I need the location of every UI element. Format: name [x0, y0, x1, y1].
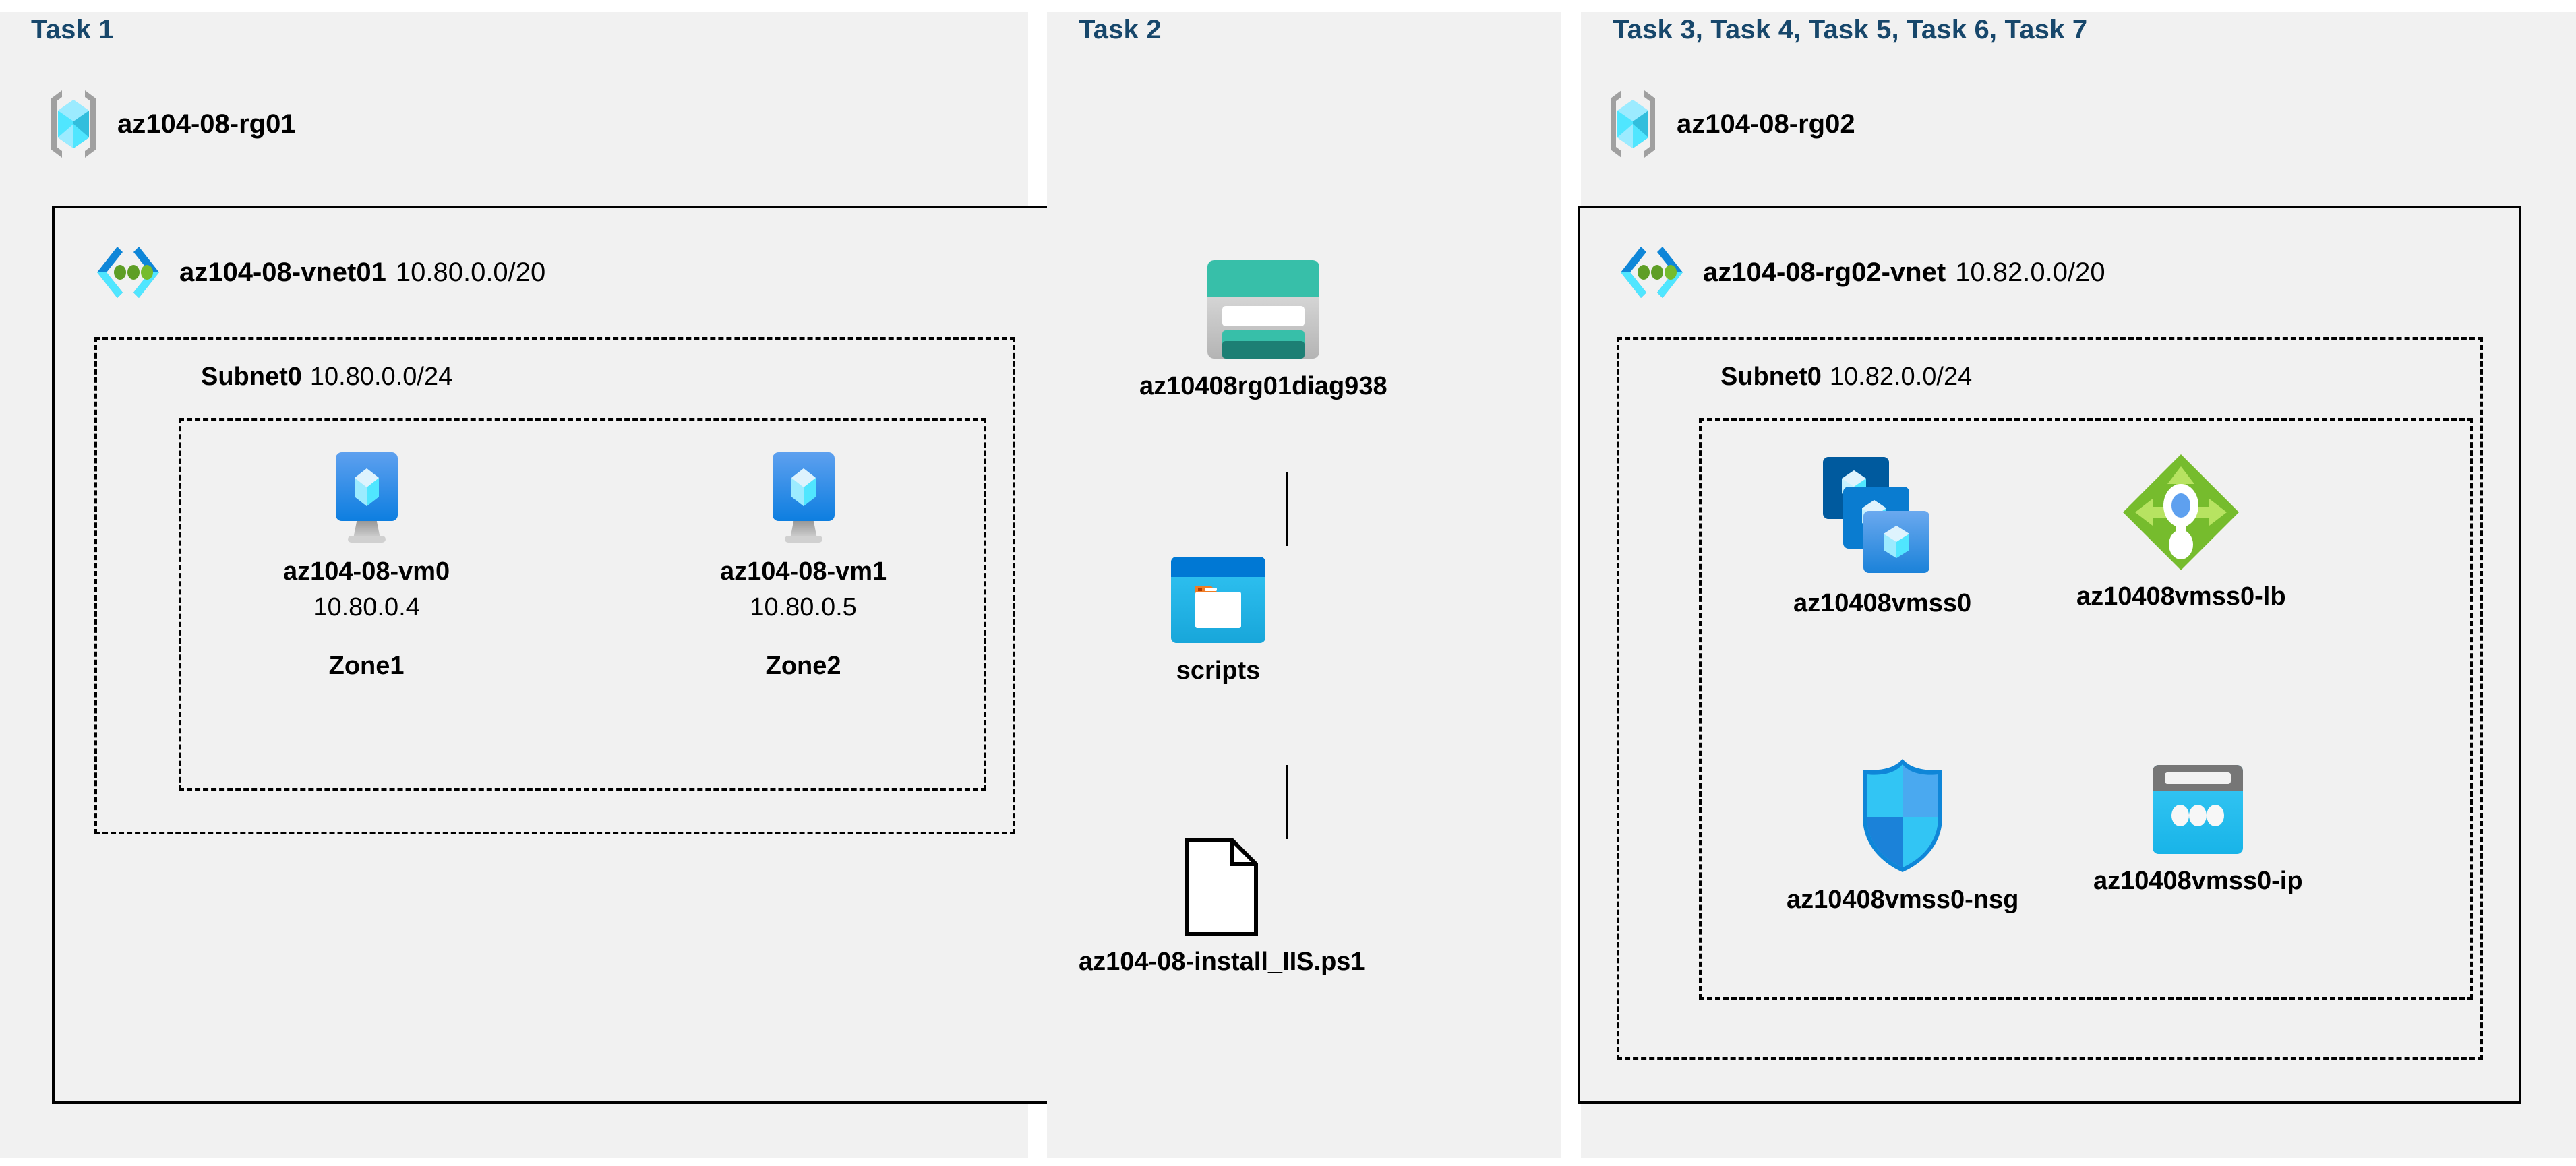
node-blob-container[interactable]: scripts — [1168, 553, 1268, 685]
virtual-machine-icon — [324, 448, 410, 548]
vnet-header-task3: az104-08-rg02-vnet 10.82.0.0/20 — [1618, 243, 2105, 302]
vm-ip: 10.80.0.5 — [750, 593, 857, 621]
load-balancer-name: az10408vmss0-lb — [2076, 582, 2286, 611]
resource-group-icon — [1607, 88, 1659, 160]
subnet-name: Subnet0 — [201, 363, 302, 391]
resource-group-row-rg02: az104-08-rg02 — [1607, 88, 1855, 160]
node-load-balancer[interactable]: az10408vmss0-lb — [2076, 452, 2286, 611]
subnet-name: Subnet0 — [1720, 363, 1822, 391]
node-vm0[interactable]: az104-08-vm0 10.80.0.4 Zone1 — [283, 448, 450, 681]
subnet-boundary-task1 — [94, 337, 1015, 834]
vnet-name: az104-08-vnet01 — [179, 257, 386, 287]
script-file-name: az104-08-install_IIS.ps1 — [1079, 948, 1365, 976]
task-1-title: Task 1 — [31, 15, 114, 44]
subnet-cidr: 10.82.0.0/24 — [1829, 363, 1973, 391]
vnet-boundary-task3 — [1578, 206, 2521, 1104]
node-vm-scale-set[interactable]: az10408vmss0 — [1793, 452, 1971, 618]
resource-group-label: az104-08-rg02 — [1677, 109, 1855, 139]
virtual-network-icon — [94, 243, 162, 302]
blob-container-icon — [1168, 553, 1268, 647]
vm-name: az104-08-vm0 — [283, 557, 450, 586]
vm-zone: Zone1 — [328, 652, 405, 680]
load-balancer-icon — [2120, 452, 2242, 573]
public-ip-name: az10408vmss0-ip — [2093, 867, 2303, 895]
subnet-boundary-task3 — [1617, 337, 2483, 1060]
task-2-title: Task 2 — [1079, 15, 1162, 44]
connector-storage-to-scripts — [1286, 472, 1288, 546]
vnet-cidr: 10.82.0.0/20 — [1955, 257, 2105, 287]
vm-ip: 10.80.0.4 — [313, 593, 420, 621]
subnet-cidr: 10.80.0.0/24 — [309, 363, 453, 391]
blob-container-name: scripts — [1176, 656, 1261, 685]
connector-scripts-to-file — [1286, 765, 1288, 839]
storage-account-name: az10408rg01diag938 — [1139, 372, 1387, 400]
virtual-machine-icon — [760, 448, 847, 548]
task-3-7-title: Task 3, Task 4, Task 5, Task 6, Task 7 — [1613, 15, 2088, 44]
vm-scale-set-name: az10408vmss0 — [1793, 589, 1972, 617]
node-vm1[interactable]: az104-08-vm1 10.80.0.5 Zone2 — [720, 448, 887, 681]
node-network-security-group[interactable]: az10408vmss0-nsg — [1787, 755, 2018, 915]
node-script-file[interactable]: az104-08-install_IIS.ps1 — [1079, 836, 1365, 977]
subnet-inner-boundary-task3 — [1699, 418, 2473, 1000]
vm-name: az104-08-vm1 — [720, 557, 887, 586]
resource-group-icon — [47, 88, 100, 160]
vnet-name: az104-08-rg02-vnet — [1703, 257, 1946, 287]
vm-zone: Zone2 — [765, 652, 841, 680]
node-public-ip[interactable]: az10408vmss0-ip — [2093, 762, 2303, 896]
node-storage-account[interactable]: az10408rg01diag938 — [1139, 256, 1387, 401]
panel-task-2 — [1047, 12, 1561, 1158]
network-security-group-name: az10408vmss0-nsg — [1787, 886, 2019, 914]
virtual-network-icon — [1618, 243, 1685, 302]
resource-group-label: az104-08-rg01 — [117, 109, 296, 139]
public-ip-address-icon — [2150, 762, 2246, 857]
file-icon — [1182, 836, 1261, 938]
network-security-group-icon — [1852, 755, 1953, 876]
vm-scale-set-icon — [1815, 452, 1950, 580]
subnet-inner-boundary-task1 — [179, 418, 986, 791]
resource-group-row-rg01: az104-08-rg01 — [47, 88, 296, 160]
vnet-header-task1: az104-08-vnet01 10.80.0.0/20 — [94, 243, 545, 302]
vnet-cidr: 10.80.0.0/20 — [395, 257, 546, 287]
storage-account-icon — [1202, 256, 1325, 363]
